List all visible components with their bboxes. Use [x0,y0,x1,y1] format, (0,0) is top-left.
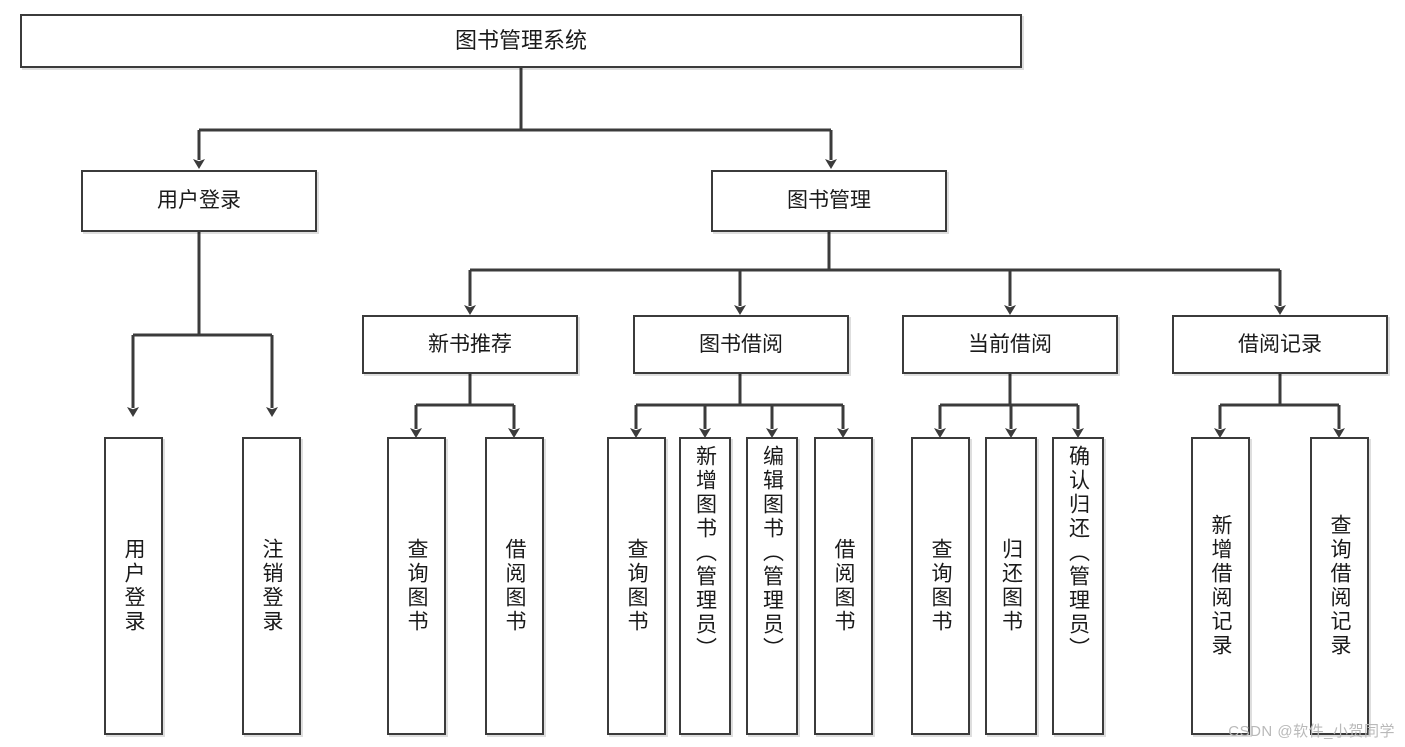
node-book-manage-label: 图书管理 [787,189,871,213]
node-current-borrow[interactable]: 当前借阅 [902,315,1118,374]
node-leaf-user-logout-label: 注销登录 [260,538,283,634]
node-leaf-add-book-label: 新增图书（管理员） [693,445,717,661]
node-leaf-add-borrow-record-label: 新增借阅记录 [1209,514,1232,658]
node-user-login[interactable]: 用户登录 [81,170,317,232]
node-leaf-query-book-2-label: 查询图书 [625,538,648,634]
node-borrow-record[interactable]: 借阅记录 [1172,315,1388,374]
node-leaf-return-book[interactable]: 归还图书 [985,437,1037,735]
node-leaf-add-book[interactable]: 新增图书（管理员） [679,437,731,735]
node-leaf-user-logout[interactable]: 注销登录 [242,437,301,735]
node-leaf-edit-book-label: 编辑图书（管理员） [760,445,784,661]
node-leaf-edit-book[interactable]: 编辑图书（管理员） [746,437,798,735]
node-book-borrow-label: 图书借阅 [699,332,783,356]
node-leaf-user-login-label: 用户登录 [122,538,145,634]
node-book-manage[interactable]: 图书管理 [711,170,947,232]
node-leaf-query-book-1-label: 查询图书 [405,538,428,634]
node-leaf-borrow-book-2[interactable]: 借阅图书 [814,437,873,735]
node-leaf-return-book-label: 归还图书 [999,538,1023,634]
node-leaf-query-book-3-label: 查询图书 [929,538,952,634]
node-borrow-record-label: 借阅记录 [1238,332,1322,356]
node-leaf-add-borrow-record[interactable]: 新增借阅记录 [1191,437,1250,735]
node-current-borrow-label: 当前借阅 [968,332,1052,356]
node-leaf-query-book-3[interactable]: 查询图书 [911,437,970,735]
watermark: CSDN @软件_小贺同学 [1228,723,1395,740]
node-leaf-borrow-book-1-label: 借阅图书 [503,538,526,634]
node-leaf-confirm-return[interactable]: 确认归还（管理员） [1052,437,1104,735]
node-leaf-query-book-1[interactable]: 查询图书 [387,437,446,735]
node-leaf-query-book-2[interactable]: 查询图书 [607,437,666,735]
node-leaf-confirm-return-label: 确认归还（管理员） [1066,445,1090,661]
node-leaf-borrow-book-2-label: 借阅图书 [832,538,855,634]
node-leaf-query-borrow-record-label: 查询借阅记录 [1328,514,1351,658]
node-leaf-borrow-book-1[interactable]: 借阅图书 [485,437,544,735]
node-new-book-recommend-label: 新书推荐 [428,332,512,356]
node-leaf-user-login[interactable]: 用户登录 [104,437,163,735]
node-user-login-label: 用户登录 [157,189,241,213]
node-book-borrow[interactable]: 图书借阅 [633,315,849,374]
node-leaf-query-borrow-record[interactable]: 查询借阅记录 [1310,437,1369,735]
node-root-label: 图书管理系统 [454,27,587,53]
node-root[interactable]: 图书管理系统 [20,14,1022,68]
node-new-book-recommend[interactable]: 新书推荐 [362,315,578,374]
